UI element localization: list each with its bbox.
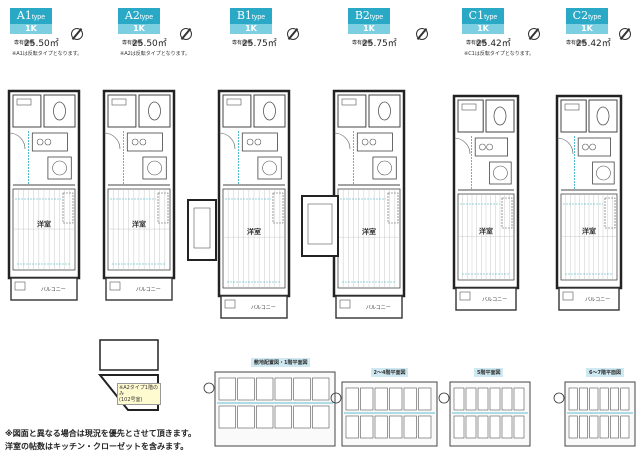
floor-plan-label: 2～4階平面図 [370,368,409,377]
north-compass-icon [330,392,342,404]
layout-label: 1K [462,24,504,34]
building-floor-plan [564,381,636,447]
unit-area: 専有面積25.42㎡ [566,39,611,49]
bump-out-room [187,199,217,261]
type-name: C1type [468,9,498,22]
north-compass-icon [438,392,450,404]
balcony [455,287,517,311]
room-label: 洋室 [132,219,146,228]
room-label: 洋室 [37,219,51,228]
type-name: A2type [124,9,154,22]
building-floor-plan [449,381,531,447]
balcony-label: バルコニー [136,287,161,293]
layout-label: 1K [118,24,160,34]
north-compass-icon [203,382,215,394]
a2-balcony-extension [99,339,159,371]
type-badge-b1: B1type 1K [230,8,272,34]
room-label: 洋室 [479,226,493,235]
unit-area: 専有面積25.75㎡ [232,39,277,49]
floor-plan-label: 6～7階平面図 [586,368,624,377]
balcony-label: バルコニー [41,287,66,293]
unit-area: 専有面積25.50㎡ [122,39,167,49]
type-name: C2type [572,9,602,22]
room-label: 洋室 [247,227,261,236]
room-label: 洋室 [582,226,596,235]
type-badge-b2: B2type 1K [348,8,390,34]
type-name: B2type [354,9,384,22]
floor-plan-label: 5階平面図 [474,368,504,377]
unit-note: ※A2は反転タイプとなります。 [120,51,191,57]
north-compass-icon [416,28,428,40]
unit-area: 専有面積25.75㎡ [352,39,397,49]
layout-label: 1K [566,24,608,34]
north-compass-icon [287,28,299,40]
type-badge-c1: C1type 1K [462,8,504,34]
north-compass-icon [619,28,631,40]
type-badge-c2: C2type 1K [566,8,608,34]
balcony [335,295,403,319]
unit-area: 専有面積25.42㎡ [466,39,511,49]
building-floor-plan [214,371,336,447]
floor-plan-label: 敷地配置図・1階平面図 [251,358,311,367]
north-compass-icon [553,392,565,404]
bump-out-room [301,195,339,257]
balcony-label: バルコニー [366,305,391,311]
balcony [220,295,288,319]
balcony [10,277,78,301]
unit-note: ※C1は反転タイプとなります。 [464,51,535,57]
type-name: A1type [16,9,46,22]
balcony [105,277,173,301]
unit-note: ※A1は反転タイプとなります。 [12,51,83,57]
balcony [558,287,620,311]
footer-note-2: 洋室の帖数はキッチン・クローゼットを含みます。 [5,442,189,451]
room-label: 洋室 [362,227,376,236]
a2-floor-note: ※A2タイプ1階のみ (102号室) [117,383,161,405]
footer-note-1: ※図面と異なる場合は現況を優先とさせて頂きます。 [5,429,196,438]
balcony-label: バルコニー [482,297,507,303]
north-compass-icon [528,28,540,40]
layout-label: 1K [348,24,390,34]
type-badge-a1: A1type 1K [10,8,52,34]
type-badge-a2: A2type 1K [118,8,160,34]
balcony-label: バルコニー [585,297,610,303]
layout-label: 1K [10,24,52,34]
layout-label: 1K [230,24,272,34]
type-name: B1type [236,9,266,22]
north-compass-icon [71,28,83,40]
unit-area: 専有面積25.50㎡ [14,39,59,49]
building-floor-plan [341,381,438,447]
north-compass-icon [180,28,192,40]
balcony-label: バルコニー [251,305,276,311]
